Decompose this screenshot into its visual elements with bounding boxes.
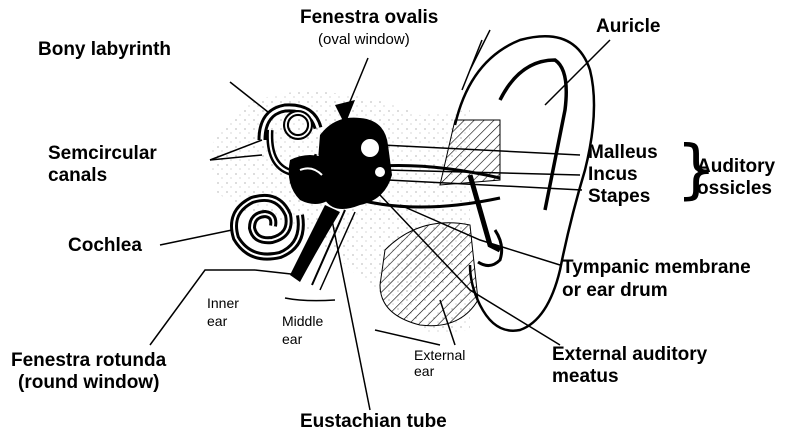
hatched-tissue [379,119,501,327]
label-fenestra-ovalis: Fenestra ovalis [300,7,439,28]
label-tympanic-membrane-line2: or ear drum [562,280,668,301]
leader-lines [149,39,611,411]
region-boundaries [254,269,456,346]
label-eustachian-tube: Eustachian tube [300,411,447,432]
label-middle-ear-line1: Middle [282,313,324,329]
label-bony-labyrinth: Bony labyrinth [38,39,172,60]
label-semicircular-canals-line1: Semcircular [48,143,157,164]
label-auditory-ossicles-line1: Auditory [697,156,776,177]
label-cochlea: Cochlea [68,235,142,256]
label-auricle: Auricle [596,16,661,37]
ossicles-brace-icon: } [676,133,717,207]
label-malleus: Malleus [588,142,658,163]
label-auditory-ossicles-line2: ossicles [697,178,772,199]
label-inner-ear-line2: ear [207,313,228,329]
vestibule [288,155,339,204]
label-external-ear-line1: External [414,347,466,363]
label-inner-ear-line1: Inner [207,295,239,311]
cochlea-shape [230,193,305,261]
label-oval-window: (oval window) [318,31,410,48]
label-middle-ear-line2: ear [282,331,303,347]
label-tympanic-membrane-line1: Tympanic membrane [562,257,751,278]
label-round-window: (round window) [18,372,160,393]
auricle-shape [453,29,596,332]
label-external-auditory-meatus-line1: External auditory [552,344,708,365]
label-incus: Incus [588,164,638,185]
label-external-auditory-meatus-line2: meatus [552,366,619,387]
label-fenestra-rotunda-line1: Fenestra rotunda [11,350,167,371]
label-stapes: Stapes [588,186,651,207]
label-semicircular-canals-line2: canals [48,165,108,186]
label-external-ear-line2: ear [414,363,435,379]
